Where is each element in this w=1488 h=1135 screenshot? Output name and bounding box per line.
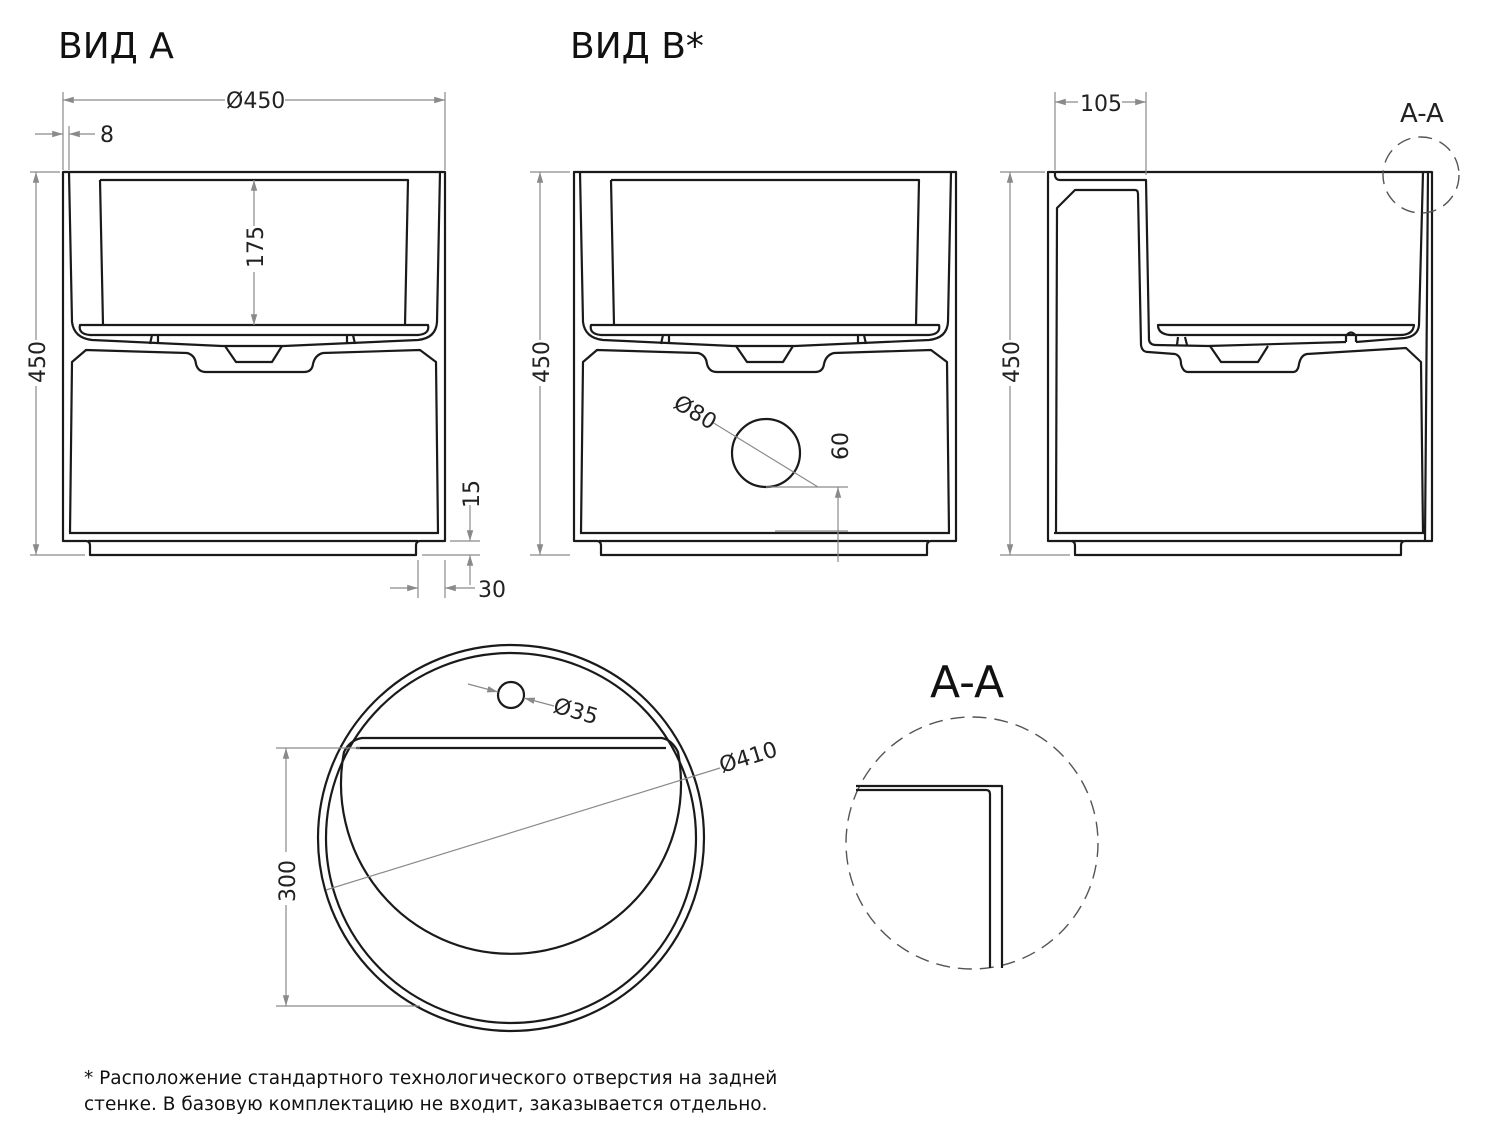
- section-a-a-title: A-A: [930, 657, 1004, 708]
- top-view-drawing: [316, 643, 706, 1033]
- dim-bowl-300: 300: [276, 860, 301, 902]
- dim-diameter-450: Ø450: [226, 89, 285, 114]
- dim-height-450-a: 450: [26, 341, 51, 383]
- dim-foot-15: 15: [460, 480, 485, 508]
- dim-offset-105: 105: [1080, 92, 1122, 117]
- side-section-dimensions: 450 105: [1000, 92, 1146, 555]
- view-b-title: ВИД В*: [570, 26, 704, 67]
- section-a-a-label-small: A-A: [1400, 99, 1444, 129]
- dim-height-450-side: 450: [1000, 341, 1025, 383]
- footnote-line-1: * Расположение стандартного технологичес…: [84, 1068, 778, 1089]
- tap-hole: [496, 680, 526, 710]
- view-a-dimensions: Ø450 8 175 450 15 30: [26, 89, 506, 603]
- dim-depth-175: 175: [244, 226, 269, 268]
- dim-height-450-b: 450: [530, 341, 555, 383]
- dim-hole-height-60: 60: [829, 432, 854, 460]
- view-b-dimensions: 450 Ø80 60: [530, 172, 854, 562]
- footnote-line-2: стенке. В базовую комплектацию не входит…: [84, 1094, 768, 1115]
- dim-wall-8: 8: [100, 123, 114, 148]
- dim-foot-30: 30: [478, 578, 506, 603]
- dim-diameter-410: Ø410: [716, 737, 780, 778]
- side-section-drawing: [1046, 136, 1460, 557]
- rear-hole: [730, 417, 802, 489]
- dim-hole-80: Ø80: [669, 391, 721, 436]
- section-a-a-detail: [845, 716, 1099, 970]
- view-b-drawing: [572, 170, 958, 557]
- view-a-title: ВИД А: [58, 26, 174, 67]
- dim-tap-hole-35: Ø35: [550, 694, 600, 731]
- footnote: * Расположение стандартного технологичес…: [84, 1066, 777, 1118]
